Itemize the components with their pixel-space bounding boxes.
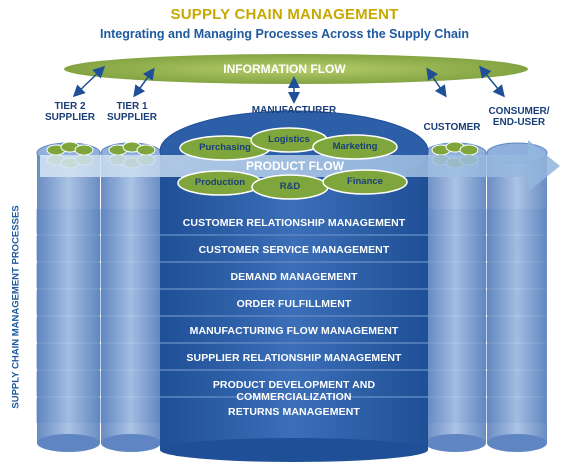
function-rd: R&D [279,181,301,192]
process-row-dividers [160,234,428,398]
process-returns-management: RETURNS MANAGEMENT [228,406,360,418]
function-production: Production [194,177,246,188]
function-purchasing: Purchasing [199,142,251,153]
customer-column [424,142,487,452]
consumer-label: CONSUMER/ END-USER [484,106,554,128]
manufacturer-label: MANUFACTURER [251,105,337,116]
consumer-column [486,142,548,452]
consumer-label-line1: CONSUMER/ [488,106,550,117]
diagram-title: SUPPLY CHAIN MANAGEMENT [170,6,399,23]
side-label: SUPPLY CHAIN MANAGEMENT PROCESSES [10,205,22,409]
tier1-label-line1: TIER 1 [116,101,148,112]
tier2-label: TIER 2 SUPPLIER [44,101,96,123]
process-customer-service: CUSTOMER SERVICE MANAGEMENT [198,244,390,256]
info-arrow-customer [426,67,447,98]
tier2-column [36,142,101,452]
process-customer-relationship: CUSTOMER RELATIONSHIP MANAGEMENT [182,217,406,229]
function-logistics: Logistics [268,134,310,145]
info-arrow-consumer [479,65,505,98]
tier1-label: TIER 1 SUPPLIER [106,101,158,123]
function-finance: Finance [347,176,383,187]
consumer-label-line2: END-USER [492,117,546,128]
process-demand-management: DEMAND MANAGEMENT [230,271,358,283]
info-arrow-tier1 [133,67,155,98]
tier2-label-line1: TIER 2 [54,101,86,112]
manufacturer-column [159,110,429,462]
process-supplier-relationship: SUPPLIER RELATIONSHIP MANAGEMENT [186,352,402,364]
tier1-label-line2: SUPPLIER [106,112,157,123]
process-product-development: PRODUCT DEVELOPMENT AND COMMERCIALIZATIO… [212,379,376,403]
diagram-subtitle: Integrating and Managing Processes Acros… [99,27,470,41]
process-manufacturing-flow: MANUFACTURING FLOW MANAGEMENT [189,325,399,337]
information-flow-label: INFORMATION FLOW [223,62,346,76]
function-ovals [177,127,408,200]
process-order-fulfillment: ORDER FULFILLMENT [236,298,352,310]
tier1-column [100,142,162,452]
information-flow-ellipse [64,54,528,84]
product-flow-label: PRODUCT FLOW [246,159,344,173]
side-label-container: SUPPLY CHAIN MANAGEMENT PROCESSES [6,196,26,418]
tier2-label-line2: SUPPLIER [44,112,95,123]
product-flow-arrow [40,140,560,192]
function-marketing: Marketing [332,141,378,152]
customer-label: CUSTOMER [423,122,481,133]
info-arrow-tier2 [72,65,106,98]
